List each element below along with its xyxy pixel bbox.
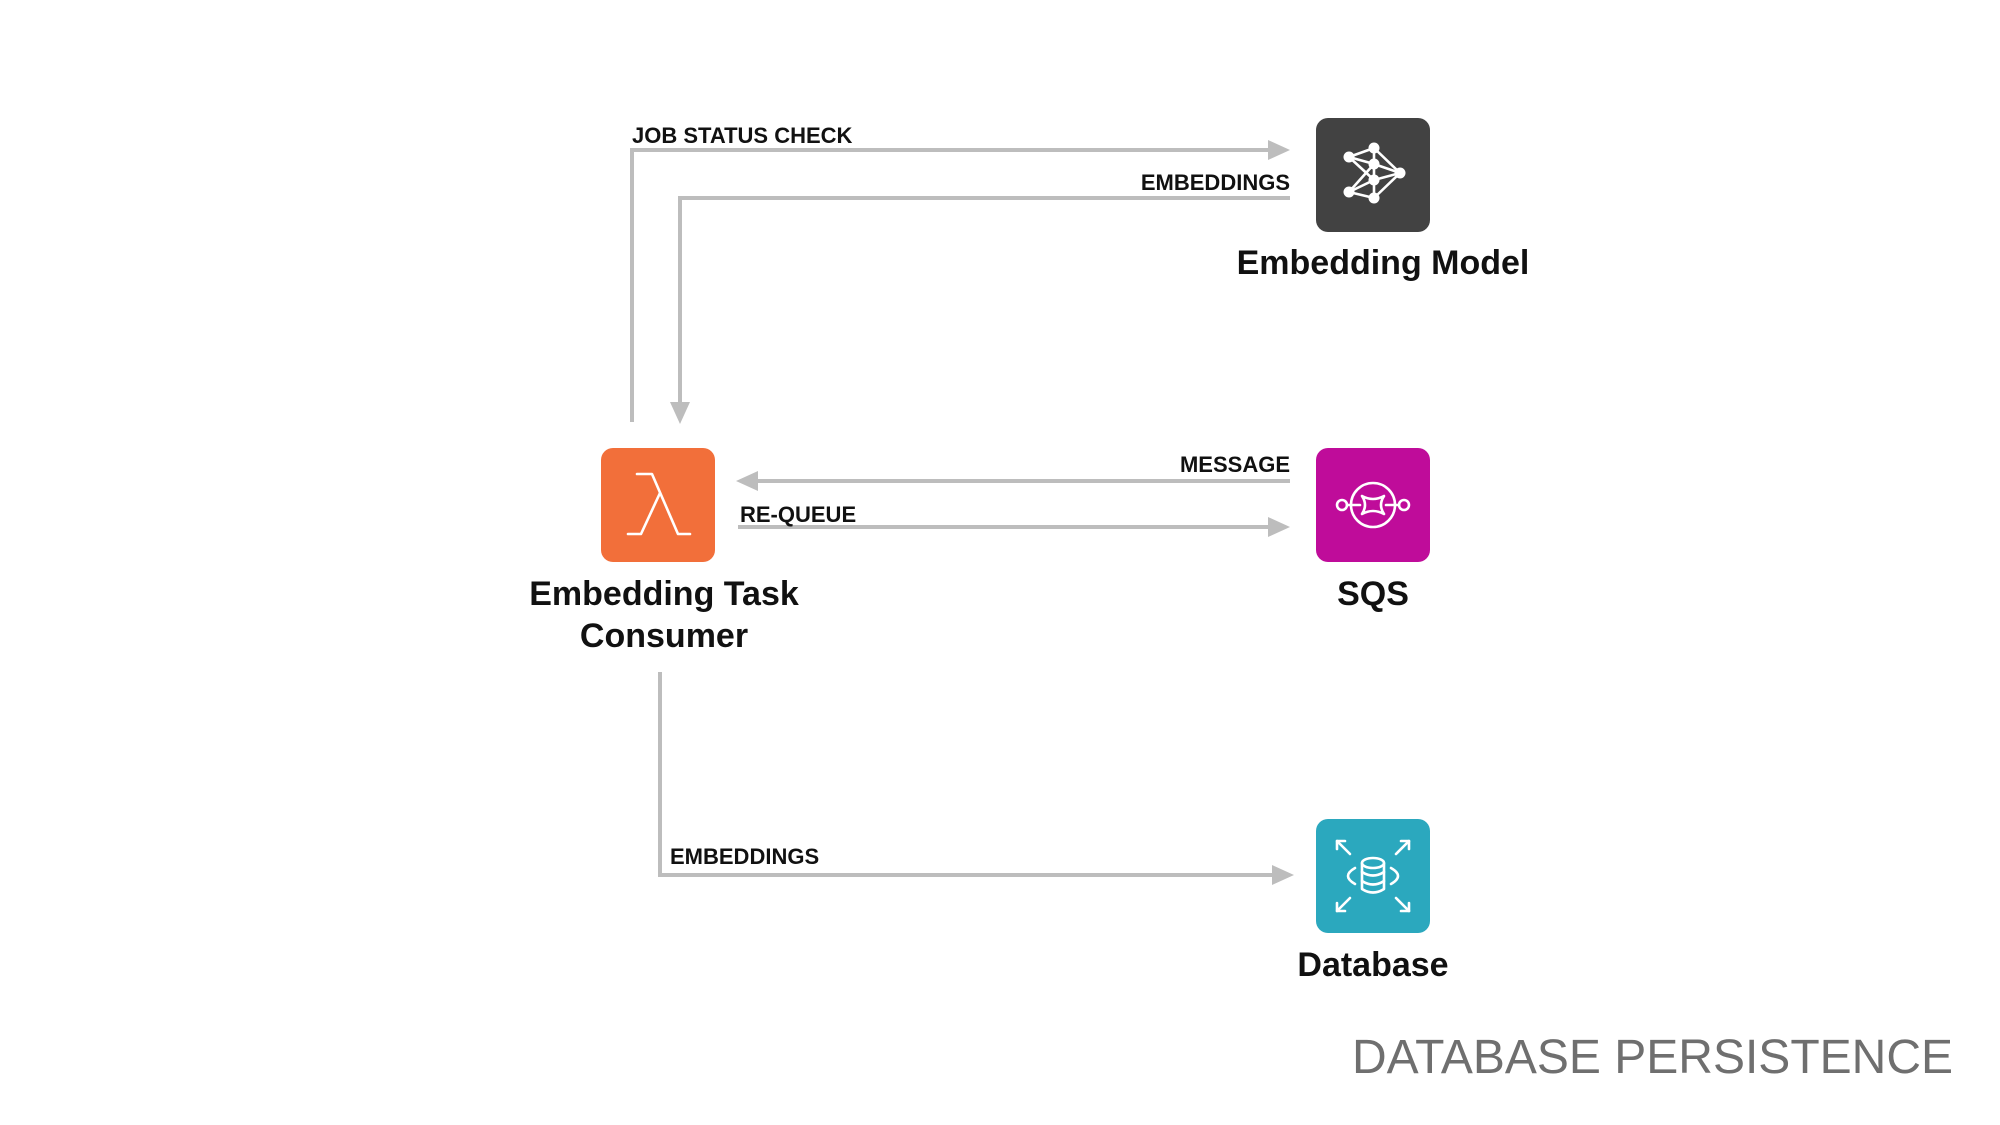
- connectors: [630, 140, 1294, 885]
- requeue-label: RE-QUEUE: [740, 502, 856, 527]
- slide-title: DATABASE PERSISTENCE: [1352, 1031, 1953, 1084]
- sqs-label: SQS: [1337, 575, 1409, 613]
- embeddings-return-arrowhead: [670, 402, 690, 424]
- neural-network-icon: [1343, 142, 1406, 204]
- lambda-tile: [601, 448, 715, 562]
- message-arrowhead: [736, 471, 758, 491]
- database-node[interactable]: Database: [1297, 819, 1449, 984]
- message-label: MESSAGE: [1180, 452, 1290, 477]
- job-status-check-label: JOB STATUS CHECK: [632, 123, 853, 148]
- embeddings-to-db-connector: [658, 672, 1272, 877]
- database-icon: [1335, 839, 1411, 913]
- sqs-queue-icon: [1335, 481, 1411, 529]
- database-label: Database: [1297, 946, 1448, 984]
- lambda-label-line1: Embedding Task: [529, 575, 799, 613]
- embedding-task-consumer-node[interactable]: Embedding Task Consumer: [529, 448, 799, 655]
- requeue-arrowhead: [1268, 517, 1290, 537]
- embedding-model-node[interactable]: Embedding Model: [1237, 118, 1530, 282]
- lambda-label-line2: Consumer: [580, 617, 748, 655]
- embeddings-to-db-arrowhead: [1272, 865, 1294, 885]
- sqs-tile: [1316, 448, 1430, 562]
- lambda-icon: [626, 472, 692, 536]
- embeddings-return-label: EMBEDDINGS: [1141, 170, 1290, 195]
- embedding-model-label: Embedding Model: [1237, 244, 1530, 282]
- embeddings-return-connector: [678, 196, 1290, 402]
- job-status-check-connector: [630, 148, 1268, 422]
- sqs-node[interactable]: SQS: [1316, 448, 1430, 613]
- edge-labels: JOB STATUS CHECK EMBEDDINGS MESSAGE RE-Q…: [632, 123, 1290, 869]
- embeddings-to-db-label: EMBEDDINGS: [670, 844, 819, 869]
- job-status-check-arrowhead: [1268, 140, 1290, 160]
